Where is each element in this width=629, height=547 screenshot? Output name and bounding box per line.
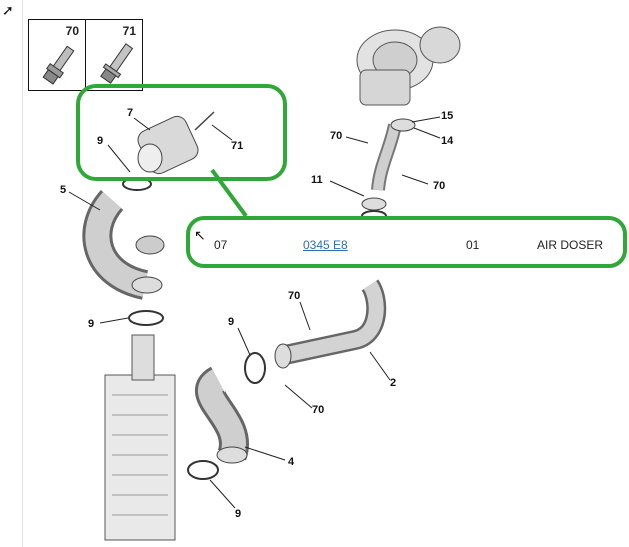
fastener-box-71[interactable]: 71 (85, 19, 143, 91)
hose-4[interactable] (195, 366, 249, 464)
turbocharger[interactable] (356, 26, 461, 106)
part-number-link[interactable]: 0345 E8 (303, 238, 348, 252)
callout-15: 15 (441, 110, 453, 122)
hose-5[interactable] (82, 189, 165, 300)
callout-14: 14 (441, 135, 454, 147)
callout-5: 5 (60, 184, 66, 196)
selected-part-row[interactable]: ↖ 07 0345 E8 01 AIR DOSER (186, 216, 627, 268)
callout-9-center: 9 (228, 316, 234, 328)
callout-7: 7 (127, 107, 133, 119)
leader-lines (68, 116, 441, 509)
callout-9-upper: 9 (97, 135, 103, 147)
fastener-number-70: 70 (65, 24, 79, 38)
callout-70-center: 70 (288, 290, 300, 302)
intercooler[interactable] (104, 334, 176, 541)
row-reference: 07 (214, 238, 228, 252)
pipe-2[interactable] (274, 279, 387, 369)
callout-70-lower: 70 (312, 404, 324, 416)
bolt-washer-icon (100, 43, 134, 84)
callout-9-bottom: 9 (235, 508, 241, 520)
left-margin-divider (22, 0, 23, 547)
callout-70-turbo: 70 (330, 130, 342, 142)
callout-11: 11 (311, 174, 323, 186)
clamp-9-bottom[interactable] (187, 460, 219, 480)
fastener-box-70[interactable]: 70 (28, 19, 86, 91)
highlight-part-7 (76, 84, 287, 181)
turbo-outlet-pipe[interactable] (361, 118, 416, 211)
air-doser[interactable] (135, 111, 215, 177)
highlight-connector (210, 168, 248, 218)
callout-4: 4 (288, 456, 295, 468)
fastener-number-71: 71 (122, 24, 136, 38)
bolt-flanged-icon (42, 45, 75, 85)
callout-9-middle: 9 (88, 318, 94, 330)
clamp-9-center[interactable] (244, 352, 266, 384)
row-quantity: 01 (466, 238, 480, 252)
clamp-9-middle[interactable] (128, 310, 164, 326)
callout-71: 71 (231, 140, 243, 152)
hand-cursor-icon: ↖ (194, 227, 206, 243)
row-description: AIR DOSER (537, 238, 604, 252)
callout-70-right: 70 (433, 180, 445, 192)
callout-2: 2 (390, 377, 396, 389)
mouse-cursor-icon: ➚ (2, 2, 14, 18)
